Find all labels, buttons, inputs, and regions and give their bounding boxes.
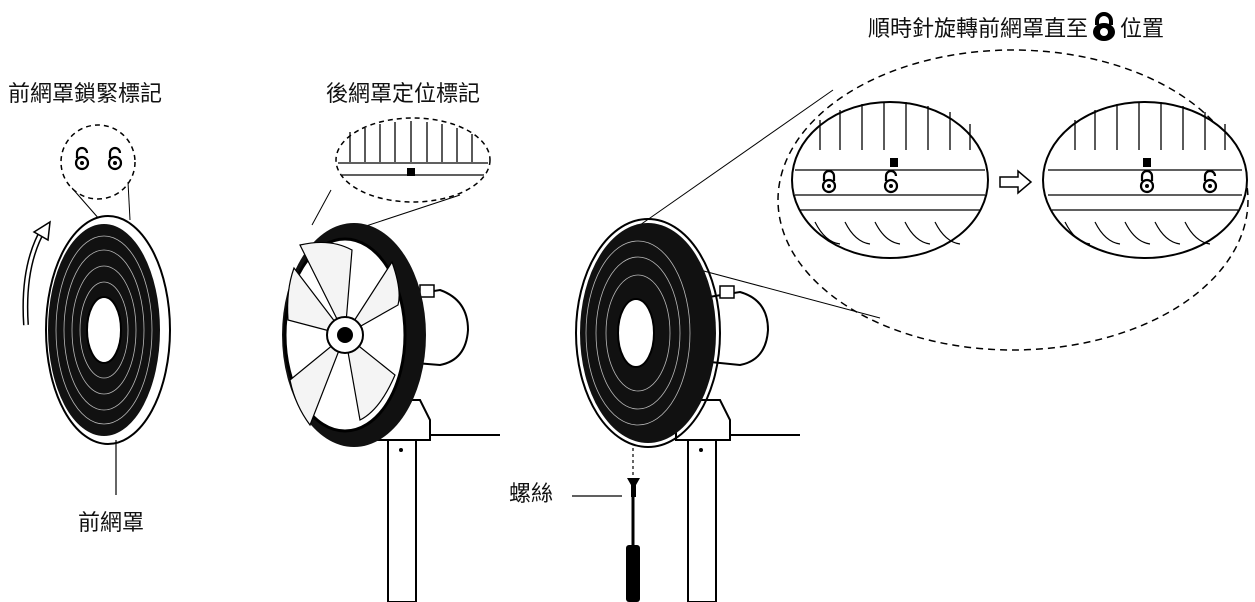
curved-arrow-icon — [22, 220, 51, 326]
instruction-text-after: 位置 — [1120, 17, 1165, 42]
screw-label: 螺絲 — [509, 482, 554, 507]
instruction-label: 順時針旋轉前網罩直至 位置 — [868, 12, 1164, 42]
before-alignment-view — [791, 101, 989, 259]
front-guard-figure — [22, 124, 171, 495]
front-lock-marks-label: 前網罩鎖緊標記 — [8, 82, 163, 107]
front-guard-label: 前網罩 — [78, 511, 145, 536]
arrow-right-icon — [999, 169, 1033, 195]
rear-locating-mark-label: 後網罩定位標記 — [326, 82, 481, 107]
lock-mark-icon — [74, 146, 90, 171]
rear-guard-figure — [282, 117, 500, 602]
assembled-fan-figure — [572, 49, 1249, 602]
rear-mark-zoom-circle — [335, 117, 491, 203]
unlock-mark-icon — [107, 146, 123, 171]
instruction-text-before: 順時針旋轉前網罩直至 — [868, 17, 1089, 42]
locked-padlock-icon — [1093, 12, 1116, 41]
screwdriver-icon — [626, 478, 640, 602]
lock-marks-zoom-circle — [60, 124, 136, 200]
after-alignment-view — [1042, 101, 1248, 259]
